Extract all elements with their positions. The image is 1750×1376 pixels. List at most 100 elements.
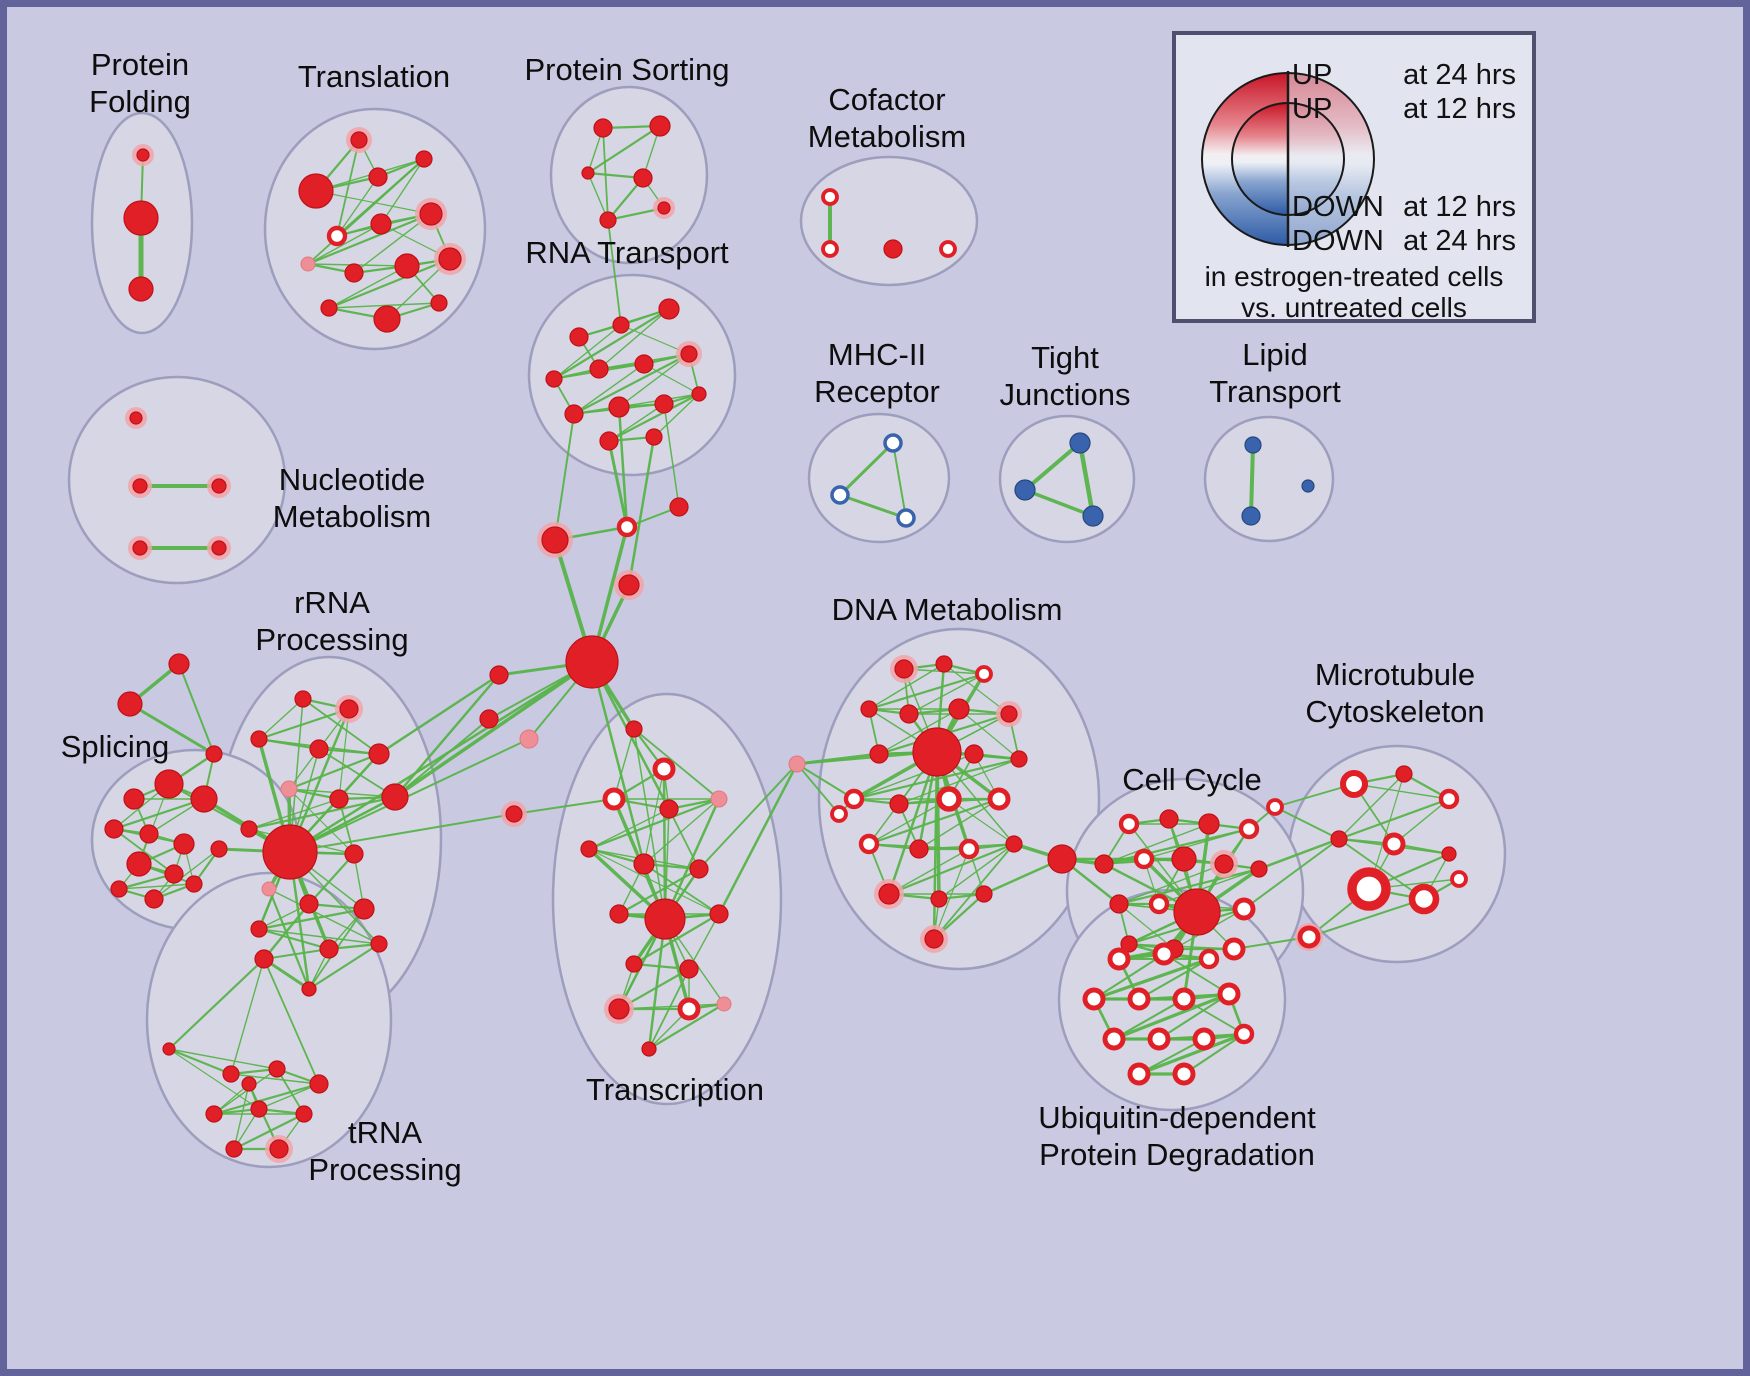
network-edge <box>353 213 432 274</box>
network-node <box>830 805 848 823</box>
network-node <box>280 780 298 798</box>
network-node <box>1010 750 1028 768</box>
network-node <box>581 166 595 180</box>
network-edge <box>892 442 907 519</box>
network-node <box>190 785 218 813</box>
network-node <box>869 744 889 764</box>
network-edge <box>607 439 629 529</box>
network-node <box>326 225 348 247</box>
network-edge <box>377 673 501 756</box>
network-edge <box>588 808 670 850</box>
network-node <box>1266 798 1284 816</box>
network-node <box>1217 982 1241 1006</box>
network-node <box>415 150 433 168</box>
network-edge <box>1077 440 1096 519</box>
network-node <box>616 516 638 538</box>
network-node <box>633 853 655 875</box>
legend-caption-line2: vs. untreated cells <box>1241 292 1467 323</box>
network-edge <box>307 852 356 906</box>
network-edge <box>128 702 216 756</box>
network-node <box>309 1074 329 1094</box>
network-node <box>381 783 409 811</box>
network-node <box>843 788 865 810</box>
network-node <box>339 699 359 719</box>
network-edge <box>627 435 656 587</box>
network-edge <box>878 708 960 755</box>
network-edge <box>618 353 690 408</box>
network-node <box>677 997 701 1021</box>
cluster-ellipse-mhc-ii-receptor <box>807 412 951 544</box>
network-edge <box>513 798 615 815</box>
network-edge <box>118 883 195 890</box>
network-edge <box>1163 953 1230 995</box>
network-node <box>878 883 900 905</box>
network-node <box>368 743 390 765</box>
network-node <box>329 789 349 809</box>
network-edge <box>588 848 720 915</box>
network-edge <box>230 1073 320 1085</box>
network-edge <box>662 767 667 921</box>
network-edge <box>336 139 360 237</box>
network-edge <box>887 842 1016 896</box>
network-edge <box>1183 998 1245 1035</box>
network-node <box>1148 893 1170 915</box>
network-node <box>250 920 268 938</box>
network-edge <box>1118 903 1175 950</box>
network-edge <box>318 748 396 798</box>
network-node <box>1408 883 1440 915</box>
network-node <box>350 131 368 149</box>
legend-time-label: at 24 hrs <box>1403 59 1516 91</box>
network-edge <box>908 673 985 715</box>
network-node <box>1438 788 1460 810</box>
network-edge <box>1092 952 1166 1001</box>
network-edge <box>213 1068 278 1115</box>
network-node <box>319 939 339 959</box>
network-node <box>132 540 148 556</box>
network-edge <box>1157 992 1231 1041</box>
network-edge <box>1243 838 1340 910</box>
network-edge <box>230 958 265 1075</box>
network-edge <box>307 223 382 265</box>
cluster-ellipse-nucleotide-metabolism <box>67 375 287 585</box>
network-edge <box>554 413 575 541</box>
network-node <box>1232 897 1256 921</box>
network-edge <box>587 797 721 851</box>
network-node <box>599 431 619 451</box>
network-node <box>609 904 629 924</box>
network-edge <box>153 848 220 900</box>
network-node <box>1241 506 1261 526</box>
network-node <box>821 188 839 206</box>
network-edge <box>618 1003 725 1010</box>
network-node <box>262 824 318 880</box>
network-edge <box>586 124 662 175</box>
network-node <box>645 428 663 446</box>
legend-entry-up-12: UP at 12 hrs <box>1176 93 1532 126</box>
network-edge <box>1143 828 1250 860</box>
network-node <box>641 1041 657 1057</box>
network-edge <box>1308 898 1425 938</box>
network-node <box>633 168 653 188</box>
network-node <box>211 540 227 556</box>
network-edge <box>263 958 320 1085</box>
network-edge <box>307 942 381 991</box>
network-node <box>1214 854 1234 874</box>
network-node <box>709 904 729 924</box>
network-edge <box>608 403 665 442</box>
network-node <box>659 799 679 819</box>
network-edge <box>289 738 530 853</box>
network-node <box>569 327 589 347</box>
network-node <box>211 478 227 494</box>
network-node <box>565 635 619 689</box>
network-edge <box>338 708 350 800</box>
network-node <box>625 720 643 738</box>
network-node <box>254 949 274 969</box>
network-edge <box>653 393 700 438</box>
network-node <box>545 370 563 388</box>
cluster-ellipse-lipid-transport <box>1203 415 1335 543</box>
network-edge <box>663 403 680 508</box>
network-node <box>987 787 1011 811</box>
